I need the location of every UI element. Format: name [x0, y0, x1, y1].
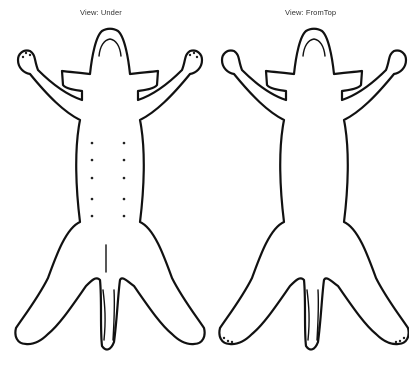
front-paw-claws-under — [22, 52, 198, 58]
pelt-under — [15, 29, 204, 350]
pelt-fromtop-outline — [219, 29, 408, 350]
teat-dot — [91, 215, 94, 218]
teat-dot — [123, 215, 126, 218]
muzzle-under — [99, 39, 121, 56]
teat-dot — [91, 177, 94, 180]
pelt-under-outline — [15, 29, 204, 350]
tail-under — [103, 290, 114, 340]
teat-dot — [91, 142, 94, 145]
teat-dot — [123, 159, 126, 162]
teat-dots — [91, 142, 126, 218]
hind-paw-claws-fromtop — [223, 337, 405, 343]
muzzle-fromtop — [303, 39, 325, 56]
pelt-fromtop — [219, 29, 408, 350]
teat-dot — [91, 159, 94, 162]
teat-dot — [123, 177, 126, 180]
tail-fromtop — [307, 290, 318, 340]
teat-dot — [91, 198, 94, 201]
teat-dot — [123, 198, 126, 201]
teat-dot — [123, 142, 126, 145]
